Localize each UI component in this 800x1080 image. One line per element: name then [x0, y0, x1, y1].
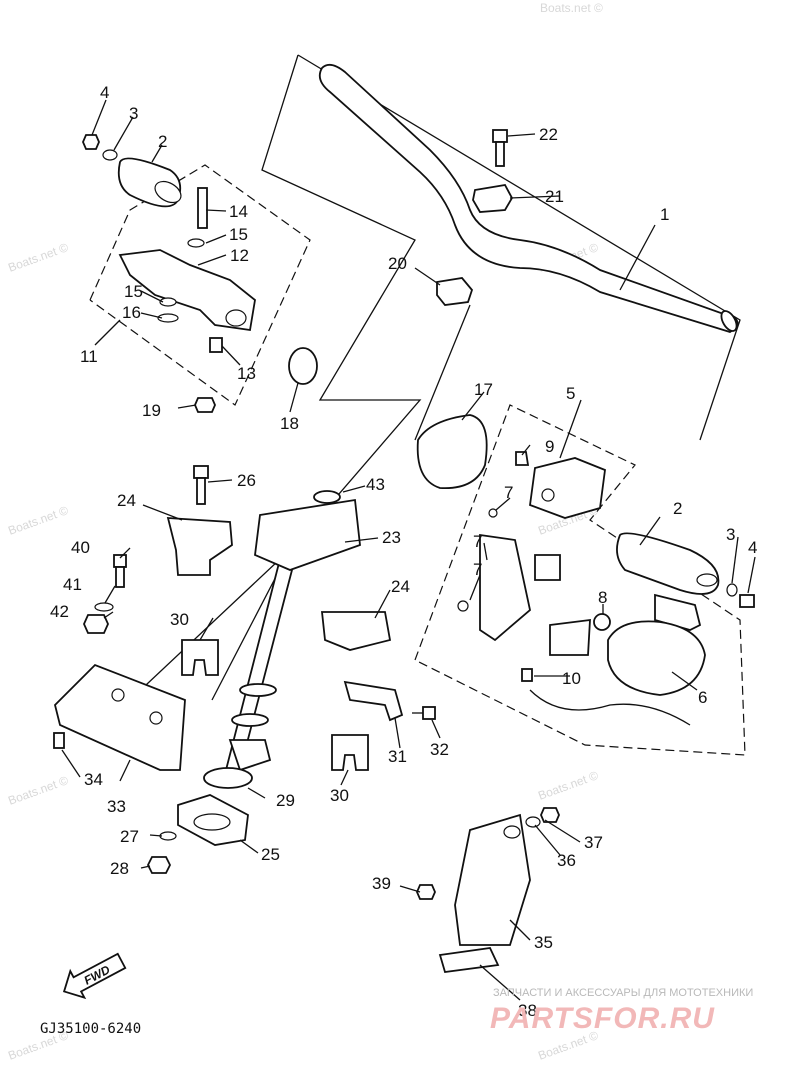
watermark: Boats.net ©: [540, 1, 603, 15]
part-label-33: 33: [107, 797, 126, 816]
bracket-31: [343, 680, 436, 722]
part-label-4: 4: [748, 538, 757, 557]
left-grip-assembly: [82, 134, 318, 413]
rubber-mount: [181, 639, 369, 771]
part-label-23: 23: [382, 528, 401, 547]
fasteners-left: [83, 554, 127, 634]
part-label-13: 13: [237, 364, 256, 383]
part-label-28: 28: [110, 859, 129, 878]
part-label-26: 26: [237, 471, 256, 490]
fwd-arrow: FWD: [62, 952, 127, 1000]
assembly-outline: [129, 54, 741, 701]
part-label-16: 16: [122, 303, 141, 322]
part-label-36: 36: [557, 851, 576, 870]
watermark: Boats.net ©: [6, 773, 70, 808]
part-labels: 1 2 2 3 3 4 4 5 6 7 7 7 8 9 10 11 12 13 …: [50, 83, 757, 1020]
part-label-11: 11: [80, 347, 98, 366]
part-label-27: 27: [120, 827, 139, 846]
part-label-18: 18: [280, 414, 299, 433]
handlebar-clamps: [436, 129, 514, 306]
part-label-43: 43: [366, 475, 385, 494]
diagram-code: GJ35100-6240: [40, 1021, 141, 1037]
part-label-30: 30: [170, 610, 189, 629]
part-label-35: 35: [534, 933, 553, 952]
part-label-2: 2: [158, 132, 167, 151]
right-grip-assembly: [414, 404, 755, 756]
part-label-1: 1: [660, 205, 669, 224]
part-label-10: 10: [562, 669, 581, 688]
part-label-32: 32: [430, 740, 449, 759]
watermark: Boats.net ©: [6, 503, 70, 538]
part-label-42: 42: [50, 602, 69, 621]
part-label-39: 39: [372, 874, 391, 893]
base-plate: [53, 663, 186, 771]
part-label-6: 6: [698, 688, 707, 707]
handlebar: [318, 63, 739, 333]
part-label-15: 15: [229, 225, 248, 244]
bracket-35: [416, 807, 560, 973]
logo-tagline: ЗАПЧАСТИ И АКСЕССУАРЫ ДЛЯ МОТОТЕХНИКИ: [493, 987, 753, 999]
column-bracket: [166, 465, 233, 576]
part-label-3: 3: [129, 104, 138, 123]
part-label-7: 7: [504, 483, 513, 502]
part-label-40: 40: [71, 538, 90, 557]
part-label-24: 24: [391, 577, 410, 596]
watermark: Boats.net ©: [536, 768, 600, 803]
part-label-9: 9: [545, 437, 554, 456]
part-label-15: 15: [124, 282, 143, 301]
part-label-30: 30: [330, 786, 349, 805]
partsfor-logo: ЗАПЧАСТИ И АКСЕССУАРЫ ДЛЯ МОТОТЕХНИКИ PA…: [490, 987, 753, 1035]
part-label-12: 12: [230, 246, 249, 265]
part-label-29: 29: [276, 791, 295, 810]
part-label-24: 24: [117, 491, 136, 510]
part-label-5: 5: [566, 384, 575, 403]
part-label-31: 31: [388, 747, 407, 766]
part-label-7: 7: [473, 532, 482, 551]
part-label-3: 3: [726, 525, 735, 544]
part-label-17: 17: [474, 380, 493, 399]
part-label-19: 19: [142, 401, 161, 420]
part-label-25: 25: [261, 845, 280, 864]
watermark: Boats.net ©: [6, 240, 70, 275]
part-label-8: 8: [598, 588, 607, 607]
part-label-2: 2: [673, 499, 682, 518]
part-label-4: 4: [100, 83, 109, 102]
part-label-38: 38: [518, 1001, 537, 1020]
part-label-41: 41: [63, 575, 82, 594]
column-clamps: [146, 767, 253, 874]
part-label-34: 34: [84, 770, 103, 789]
logo-text: PARTSFOR.RU: [490, 1002, 715, 1035]
leader-lines: [61, 99, 756, 1001]
part-label-20: 20: [388, 254, 407, 273]
part-label-22: 22: [539, 125, 558, 144]
part-label-7: 7: [473, 560, 482, 579]
part-label-14: 14: [229, 202, 248, 221]
part-label-21: 21: [545, 187, 564, 206]
part-label-37: 37: [584, 833, 603, 852]
steering-column: [224, 490, 392, 772]
